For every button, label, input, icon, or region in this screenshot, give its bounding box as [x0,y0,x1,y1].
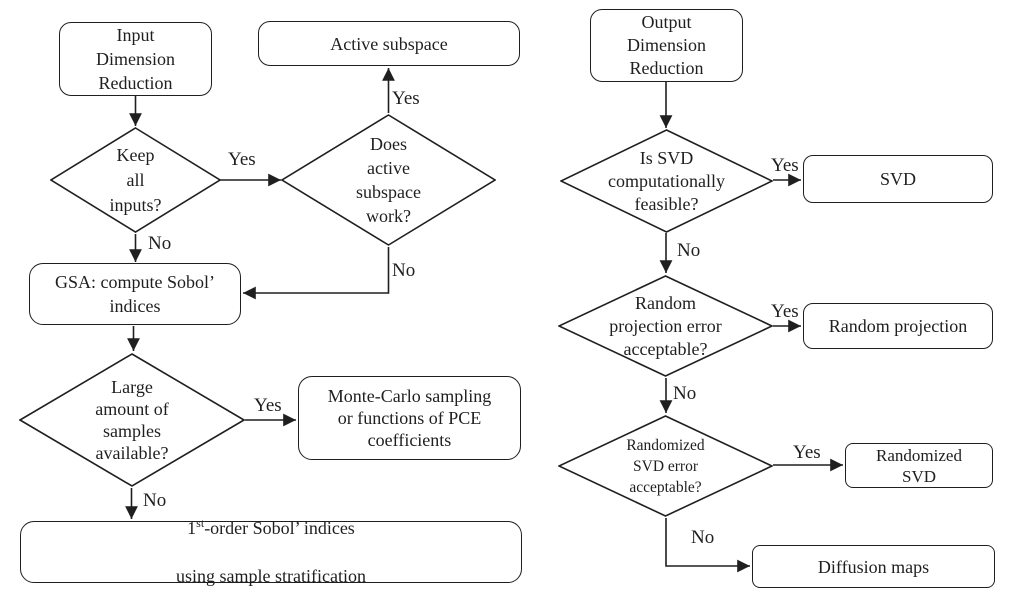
decision-random-projection-error: Random projection error acceptable? [558,275,773,377]
label-yes-random-projection: Yes [771,301,799,322]
node-output-dimension-reduction-label: Output Dimension Reduction [627,12,706,78]
decision-random-projection-error-label: Random projection error acceptable? [609,292,722,359]
node-randomized-svd: Randomized SVD [845,443,993,488]
node-active-subspace: Active subspace [258,21,520,66]
node-active-subspace-label: Active subspace [330,33,448,54]
node-first-order-sobol-label: 1st-order Sobol’ indices using sample st… [176,492,366,592]
diamond-shape [281,114,496,246]
diamond-shape [558,275,773,377]
label-no-samples: No [143,490,167,511]
node-random-projection: Random projection [803,303,993,349]
label-yes-keep-inputs: Yes [228,149,256,170]
node-gsa-compute-sobol-label: GSA: compute Sobol’ indices [55,272,215,316]
node-diffusion-maps: Diffusion maps [752,545,995,588]
label-yes-active-work: Yes [392,88,420,109]
node-monte-carlo-pce-label: Monte-Carlo sampling or functions of PCE… [327,386,492,450]
decision-svd-feasible-label: Is SVD computationally feasible? [608,147,725,214]
decision-keep-all-inputs: Keep all inputs? [50,127,221,233]
label-no-random-projection: No [673,383,697,404]
node-monte-carlo-pce: Monte-Carlo sampling or functions of PCE… [298,376,521,460]
diamond-shape [50,127,221,233]
decision-does-active-subspace-work-label: Does active subspace work? [356,134,421,226]
label-yes-samples: Yes [254,395,282,416]
label-no-svd-feasible: No [677,240,701,261]
sobol-line1-superscript: st [196,516,205,530]
node-input-dimension-reduction: Input Dimension Reduction [59,22,212,96]
node-randomized-svd-label: Randomized SVD [876,445,962,486]
diamond-shape [560,129,773,233]
node-diffusion-maps-label: Diffusion maps [817,556,930,577]
sobol-line1-rest: -order Sobol’ indices [204,518,355,538]
label-no-active-work: No [392,260,416,281]
decision-large-amount-samples-label: Large amount of samples available? [95,377,169,463]
node-svd: SVD [803,155,993,203]
decision-large-amount-samples: Large amount of samples available? [19,353,245,487]
decision-does-active-subspace-work: Does active subspace work? [281,114,496,246]
decision-randomized-svd-error: Randomized SVD error acceptable? [558,415,773,517]
node-output-dimension-reduction: Output Dimension Reduction [590,9,743,82]
decision-randomized-svd-error-label: Randomized SVD error acceptable? [626,436,705,496]
edge-randomized-svd-no-to-diffusion-maps [665,518,750,573]
node-input-dimension-reduction-label: Input Dimension Reduction [96,25,175,93]
decision-svd-feasible: Is SVD computationally feasible? [560,129,773,233]
label-no-keep-inputs: No [148,233,172,254]
label-yes-svd-feasible: Yes [771,155,799,176]
node-gsa-compute-sobol: GSA: compute Sobol’ indices [29,263,241,325]
sobol-line2: using sample stratification [176,566,366,586]
sobol-line1-number: 1 [187,518,197,538]
edge-active-work-no-to-gsa [242,247,390,300]
diamond-shape [558,415,773,517]
label-yes-randomized-svd: Yes [793,442,821,463]
node-first-order-sobol: 1st-order Sobol’ indices using sample st… [20,517,522,586]
node-random-projection-label: Random projection [828,316,968,336]
label-no-randomized-svd: No [691,527,715,548]
node-svd-label: SVD [879,169,916,189]
decision-keep-all-inputs-label: Keep all inputs? [109,144,162,215]
diamond-shape [19,353,245,487]
